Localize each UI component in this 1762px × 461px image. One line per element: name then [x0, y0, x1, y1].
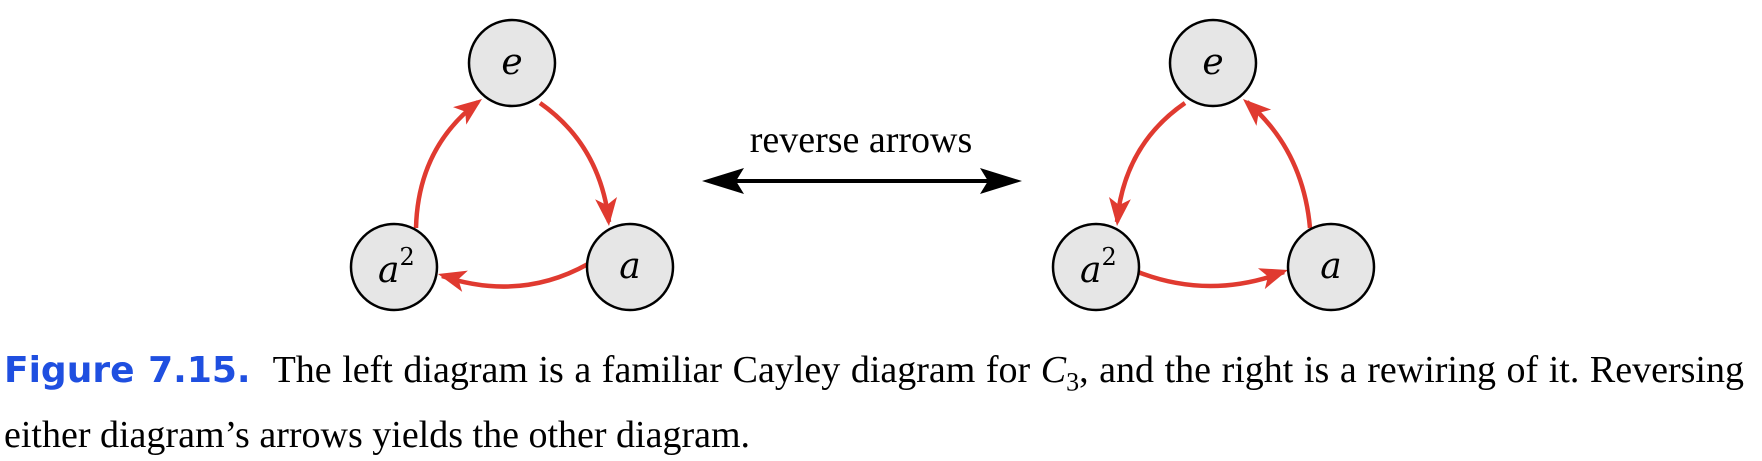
- edge-a2-to-a: [1137, 269, 1285, 289]
- cayley-diagrams-figure: e a a2 reverse arrows e a: [349, 18, 1376, 312]
- arrowhead-a2-to-a: [1257, 259, 1292, 290]
- svg-text:a: a: [1320, 246, 1341, 287]
- node-label-a2-exponent: 2: [399, 243, 414, 271]
- edge-a-to-a2: [441, 262, 590, 289]
- edge-e-to-a2: [1114, 101, 1187, 223]
- double-arrow-left-head: [702, 168, 744, 194]
- node-label-e: e: [1202, 42, 1223, 83]
- node-label-a: a: [619, 246, 640, 287]
- caption-group-symbol: C: [1040, 349, 1067, 391]
- svg-text:a2: a2: [378, 243, 415, 291]
- svg-text:e: e: [501, 42, 522, 83]
- right-cayley-diagram: e a a2: [1051, 18, 1376, 312]
- node-e: e: [467, 18, 557, 108]
- node-label-a2-base: a: [1080, 250, 1101, 291]
- reverse-arrows-connector: reverse arrows: [702, 119, 1022, 194]
- node-label-e: e: [501, 42, 522, 83]
- figure-caption: Figure 7.15. The left diagram is a famili…: [4, 344, 1744, 461]
- reverse-arrows-label: reverse arrows: [750, 119, 973, 161]
- figure-number: Figure 7.15.: [4, 350, 251, 391]
- node-label-a2-exponent: 2: [1101, 243, 1116, 271]
- svg-text:a2: a2: [1080, 243, 1117, 291]
- node-e: e: [1168, 18, 1258, 108]
- arrowhead-a-to-a2: [435, 263, 468, 292]
- node-label-a: a: [1320, 246, 1341, 287]
- svg-text:a: a: [619, 246, 640, 287]
- left-cayley-diagram: e a a2: [349, 18, 675, 312]
- edge-a-to-e: [1245, 100, 1313, 229]
- edge-a2-to-e: [413, 100, 480, 229]
- double-arrow-right-head: [980, 168, 1022, 194]
- edge-e-to-a: [538, 101, 612, 223]
- caption-text-before: The left diagram is a familiar Cayley di…: [272, 349, 1041, 391]
- node-a: a: [585, 222, 675, 312]
- svg-text:e: e: [1202, 42, 1223, 83]
- node-a-squared: a2: [1051, 222, 1141, 312]
- node-a-squared: a2: [349, 222, 439, 312]
- caption-group-subscript: 3: [1066, 367, 1080, 397]
- node-a: a: [1286, 222, 1376, 312]
- node-label-a2-base: a: [378, 250, 399, 291]
